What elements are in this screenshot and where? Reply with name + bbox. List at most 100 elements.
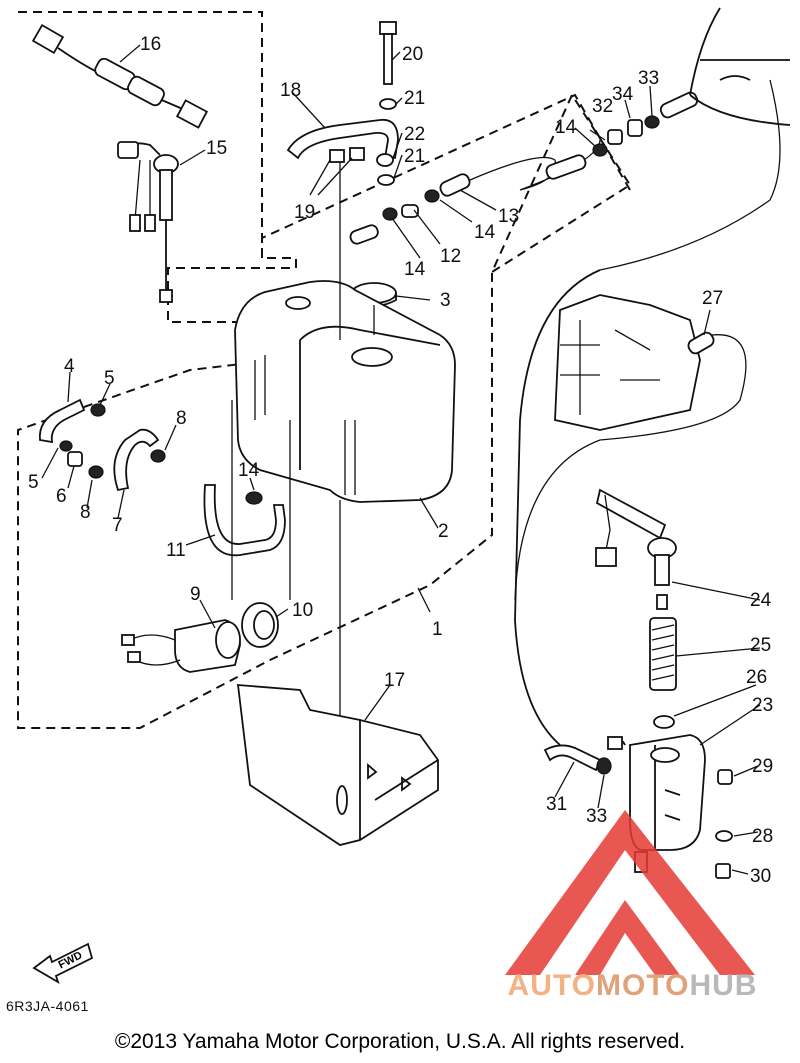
hose-13 (439, 173, 471, 197)
hose-7 (113, 428, 160, 492)
callout-22: 22 (404, 124, 425, 145)
callout-21b: 21 (404, 146, 425, 167)
washer-26 (653, 715, 675, 729)
callout-14d: 14 (238, 460, 260, 481)
callout-23: 23 (752, 695, 773, 716)
engine-cowling (689, 7, 791, 126)
clip-14b (424, 189, 440, 203)
callout-30: 30 (750, 866, 771, 887)
watermark-moto: MOTO (596, 969, 690, 1002)
callout-9: 9 (190, 584, 201, 605)
callout-33b: 33 (586, 806, 607, 827)
fitting-29 (717, 769, 733, 785)
watermark-brand-text: AUTOMOTOHUB (465, 969, 800, 1003)
callout-1: 1 (432, 619, 443, 640)
callout-29: 29 (752, 756, 773, 777)
callout-25: 25 (750, 635, 771, 656)
callout-19: 19 (294, 202, 315, 223)
callout-15: 15 (206, 138, 227, 159)
engine-mount-detail (560, 320, 660, 415)
callout-10: 10 (292, 600, 313, 621)
automotohub-watermark: AUTOMOTOHUB (465, 805, 800, 1025)
clip-14c (592, 143, 608, 157)
leader-pump (231, 400, 291, 600)
hose-upper (545, 154, 587, 180)
callout-24: 24 (750, 590, 772, 611)
clamp-5b (59, 440, 73, 452)
joint-32 (607, 129, 623, 145)
clip-14d (245, 491, 263, 505)
engine-side-curve (514, 269, 601, 746)
filter-25-texture (651, 624, 675, 681)
callout-7: 7 (112, 515, 123, 536)
hose-to-engine (659, 91, 699, 119)
callout-21a: 21 (404, 88, 425, 109)
washer-28 (715, 830, 733, 842)
oil-pump-9 (121, 619, 241, 673)
callout-34: 34 (612, 84, 634, 105)
callout-6: 6 (56, 486, 67, 507)
washer-21b (377, 174, 395, 186)
callout-33a: 33 (638, 68, 659, 89)
callout-11: 11 (166, 540, 186, 561)
callout-26: 26 (746, 667, 767, 688)
callout-32: 32 (592, 96, 613, 117)
tank-bracket-17 (236, 684, 439, 846)
callout-12: 12 (440, 246, 461, 267)
clamp-8b (150, 449, 166, 463)
hose-4 (38, 398, 86, 444)
bolt-30 (715, 863, 731, 879)
clamp-5a (90, 403, 106, 417)
callout-2: 2 (438, 521, 449, 542)
joint-34 (627, 119, 643, 137)
kit-boundary-dashed (17, 11, 632, 729)
callout-14a: 14 (555, 117, 577, 138)
callout-16: 16 (140, 34, 161, 55)
callout-20: 20 (402, 44, 423, 65)
watermark-hub: HUB (689, 969, 758, 1002)
leader-lines (41, 44, 761, 875)
fwd-direction-arrow: FWD (32, 942, 94, 984)
level-sensor-15 (117, 141, 179, 303)
handle-pad-19b (349, 147, 365, 161)
fitting-6 (67, 451, 83, 467)
bolt-20 (379, 21, 397, 85)
cowling-cable (599, 79, 781, 271)
callout-13: 13 (498, 206, 519, 227)
washer-21a (379, 98, 397, 110)
oil-tank-2 (234, 280, 456, 503)
wire-lead-16 (31, 23, 209, 129)
nut-22 (376, 153, 394, 167)
callout-3: 3 (440, 290, 451, 311)
hose-joint-12 (349, 224, 379, 245)
handle-pad-19a (329, 149, 345, 163)
callout-8b: 8 (80, 502, 91, 523)
hose-31 (543, 744, 602, 772)
clip-14a (382, 207, 398, 221)
clamp-33b (596, 757, 612, 775)
callout-31: 31 (546, 794, 567, 815)
callout-8a: 8 (176, 408, 187, 429)
sensor-24 (595, 488, 677, 610)
watermark-triangle-logo (505, 810, 755, 975)
engine-block-outline (554, 294, 701, 431)
line-27 (514, 334, 747, 601)
callout-27: 27 (702, 288, 723, 309)
callout-28: 28 (752, 826, 773, 847)
filter-10 (241, 602, 279, 648)
callout-14b: 14 (474, 222, 496, 243)
clip-33a (644, 115, 660, 129)
hose-27 (687, 331, 715, 355)
fitting-12 (401, 204, 419, 218)
watermark-auto: AUTO (507, 969, 596, 1002)
callout-18: 18 (280, 80, 301, 101)
hose-11 (203, 484, 286, 557)
callout-numbers: 1 2 3 4 5 5 6 7 8 8 9 10 11 12 13 14 14 … (28, 34, 773, 887)
callout-4: 4 (64, 356, 75, 377)
callout-14c: 14 (404, 259, 426, 280)
callout-5b: 5 (28, 472, 39, 493)
callout-17: 17 (384, 670, 405, 691)
document-code: 6R3JA-4061 (6, 998, 89, 1014)
